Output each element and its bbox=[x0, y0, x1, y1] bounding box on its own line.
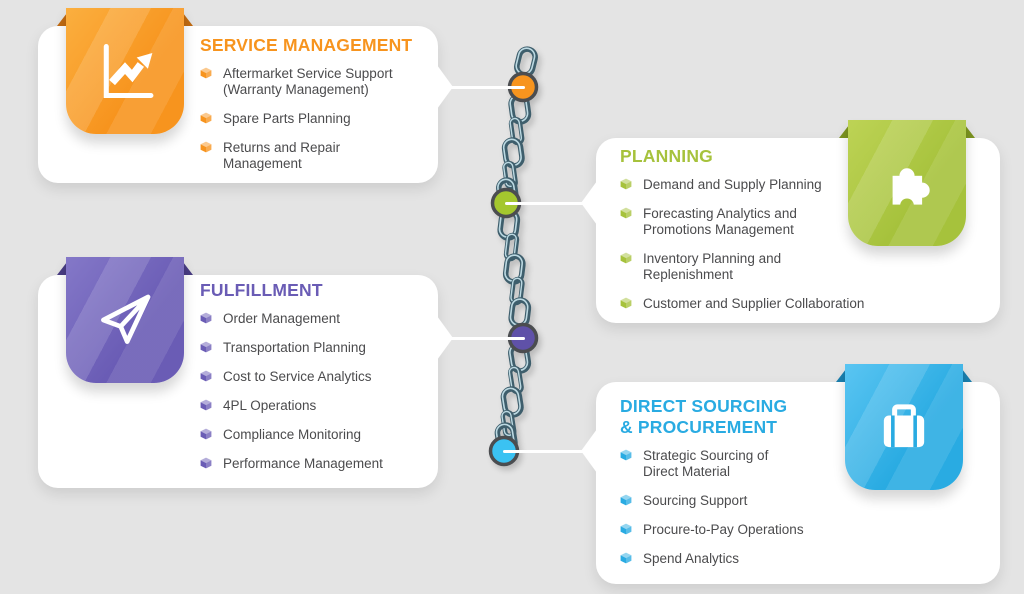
planning-tile bbox=[839, 120, 975, 246]
card-title: PLANNING bbox=[620, 146, 713, 166]
list-item: Aftermarket Service Support (Warranty Ma… bbox=[200, 66, 424, 98]
list-item: Spend Analytics bbox=[620, 551, 990, 567]
connector-line-planning bbox=[505, 202, 598, 205]
service-management-tile bbox=[57, 8, 193, 134]
list-item-text: Order Management bbox=[223, 311, 341, 326]
list-item: Inventory Planning and Replenishment bbox=[620, 251, 990, 283]
cube-bullet-icon bbox=[620, 207, 632, 223]
cube-bullet-icon bbox=[620, 252, 632, 268]
cube-bullet-icon bbox=[200, 67, 212, 83]
list-item-text: Performance Management bbox=[223, 456, 383, 471]
list-item-text: Compliance Monitoring bbox=[223, 427, 362, 442]
list-item-text: Returns and Repair Management bbox=[223, 140, 341, 171]
list-item: Strategic Sourcing of Direct Material bbox=[620, 448, 990, 480]
list-item: Cost to Service Analytics bbox=[200, 369, 424, 385]
cube-bullet-icon bbox=[200, 341, 212, 357]
list-item-text: Aftermarket Service Support (Warranty Ma… bbox=[223, 66, 393, 97]
list-item: Procure-to-Pay Operations bbox=[620, 522, 990, 538]
card-title: SERVICE MANAGEMENT bbox=[200, 35, 413, 55]
cube-bullet-icon bbox=[620, 178, 632, 194]
direct-sourcing-tile bbox=[836, 364, 972, 490]
cube-bullet-icon bbox=[620, 552, 632, 568]
list-item: 4PL Operations bbox=[200, 398, 424, 414]
list-item-text: Transportation Planning bbox=[223, 340, 366, 355]
list-item-text: Procure-to-Pay Operations bbox=[643, 522, 804, 537]
list-item: Customer and Supplier Collaboration bbox=[620, 296, 990, 312]
ribbon-fold-left bbox=[839, 125, 849, 138]
list-item-text: Spare Parts Planning bbox=[223, 111, 351, 126]
card-title: DIRECT SOURCING & PROCUREMENT bbox=[620, 396, 788, 437]
cube-bullet-icon bbox=[620, 494, 632, 510]
cube-bullet-icon bbox=[620, 523, 632, 539]
ribbon-fold-right bbox=[962, 369, 972, 382]
list-item: Transportation Planning bbox=[200, 340, 424, 356]
briefcase-icon bbox=[883, 404, 925, 448]
list-item-text: Sourcing Support bbox=[643, 493, 748, 508]
cube-bullet-icon bbox=[620, 297, 632, 313]
tile-background bbox=[66, 8, 184, 134]
list-item: Performance Management bbox=[200, 456, 424, 472]
list-item: Spare Parts Planning bbox=[200, 111, 424, 127]
cube-bullet-icon bbox=[200, 141, 212, 157]
card-service-management: SERVICE MANAGEMENT Aftermarket Service S… bbox=[38, 8, 453, 183]
list-item-text: Forecasting Analytics and Promotions Man… bbox=[643, 206, 797, 237]
list-item-text: 4PL Operations bbox=[223, 398, 317, 413]
connector-line-direct-sourcing bbox=[503, 450, 598, 453]
card-planning: PLANNING Demand and Supply Planning Fore… bbox=[581, 120, 1000, 323]
ribbon-fold-left bbox=[836, 369, 846, 382]
paper-plane-icon bbox=[101, 294, 151, 344]
ribbon-fold-right bbox=[965, 125, 975, 138]
puzzle-piece-icon bbox=[871, 147, 943, 219]
list-item: Compliance Monitoring bbox=[200, 427, 424, 443]
list-item-text: Inventory Planning and Replenishment bbox=[643, 251, 782, 282]
card-item-list: Aftermarket Service Support (Warranty Ma… bbox=[200, 66, 424, 172]
cube-bullet-icon bbox=[620, 449, 632, 465]
card-item-list: Strategic Sourcing of Direct Material So… bbox=[620, 448, 990, 567]
tile-background bbox=[845, 364, 963, 490]
tile-background bbox=[66, 257, 184, 383]
cube-bullet-icon bbox=[200, 457, 212, 473]
ribbon-fold-right bbox=[183, 262, 193, 275]
list-item: Returns and Repair Management bbox=[200, 140, 424, 172]
list-item: Order Management bbox=[200, 311, 424, 327]
card-item-list: Order Management Transportation Planning… bbox=[200, 311, 424, 472]
cube-bullet-icon bbox=[200, 428, 212, 444]
card-item-list: Demand and Supply Planning Forecasting A… bbox=[620, 177, 990, 312]
cube-bullet-icon bbox=[200, 399, 212, 415]
connector-line-fulfillment bbox=[450, 337, 525, 340]
cube-bullet-icon bbox=[200, 370, 212, 386]
connector-line-service-management bbox=[450, 86, 525, 89]
ribbon-fold-left bbox=[57, 13, 67, 26]
ribbon-fold-left bbox=[57, 262, 67, 275]
list-item-text: Demand and Supply Planning bbox=[643, 177, 822, 192]
cube-bullet-icon bbox=[200, 112, 212, 128]
card-direct-sourcing-procurement: DIRECT SOURCING & PROCUREMENT Strategic … bbox=[581, 364, 1000, 584]
list-item: Forecasting Analytics and Promotions Man… bbox=[620, 206, 990, 238]
list-item: Sourcing Support bbox=[620, 493, 990, 509]
cube-bullet-icon bbox=[200, 312, 212, 328]
list-item-text: Strategic Sourcing of Direct Material bbox=[643, 448, 769, 479]
fulfillment-tile bbox=[57, 257, 193, 383]
list-item-text: Cost to Service Analytics bbox=[223, 369, 372, 384]
line-chart-icon bbox=[103, 43, 154, 98]
card-pointer bbox=[437, 65, 453, 109]
card-fulfillment: FULFILLMENT Order Management Transportat… bbox=[38, 257, 453, 488]
list-item-text: Customer and Supplier Collaboration bbox=[643, 296, 865, 311]
tile-background bbox=[848, 120, 966, 246]
card-title: FULFILLMENT bbox=[200, 280, 323, 300]
list-item-text: Spend Analytics bbox=[643, 551, 740, 566]
card-pointer bbox=[437, 316, 453, 360]
list-item: Demand and Supply Planning bbox=[620, 177, 990, 193]
ribbon-fold-right bbox=[183, 13, 193, 26]
